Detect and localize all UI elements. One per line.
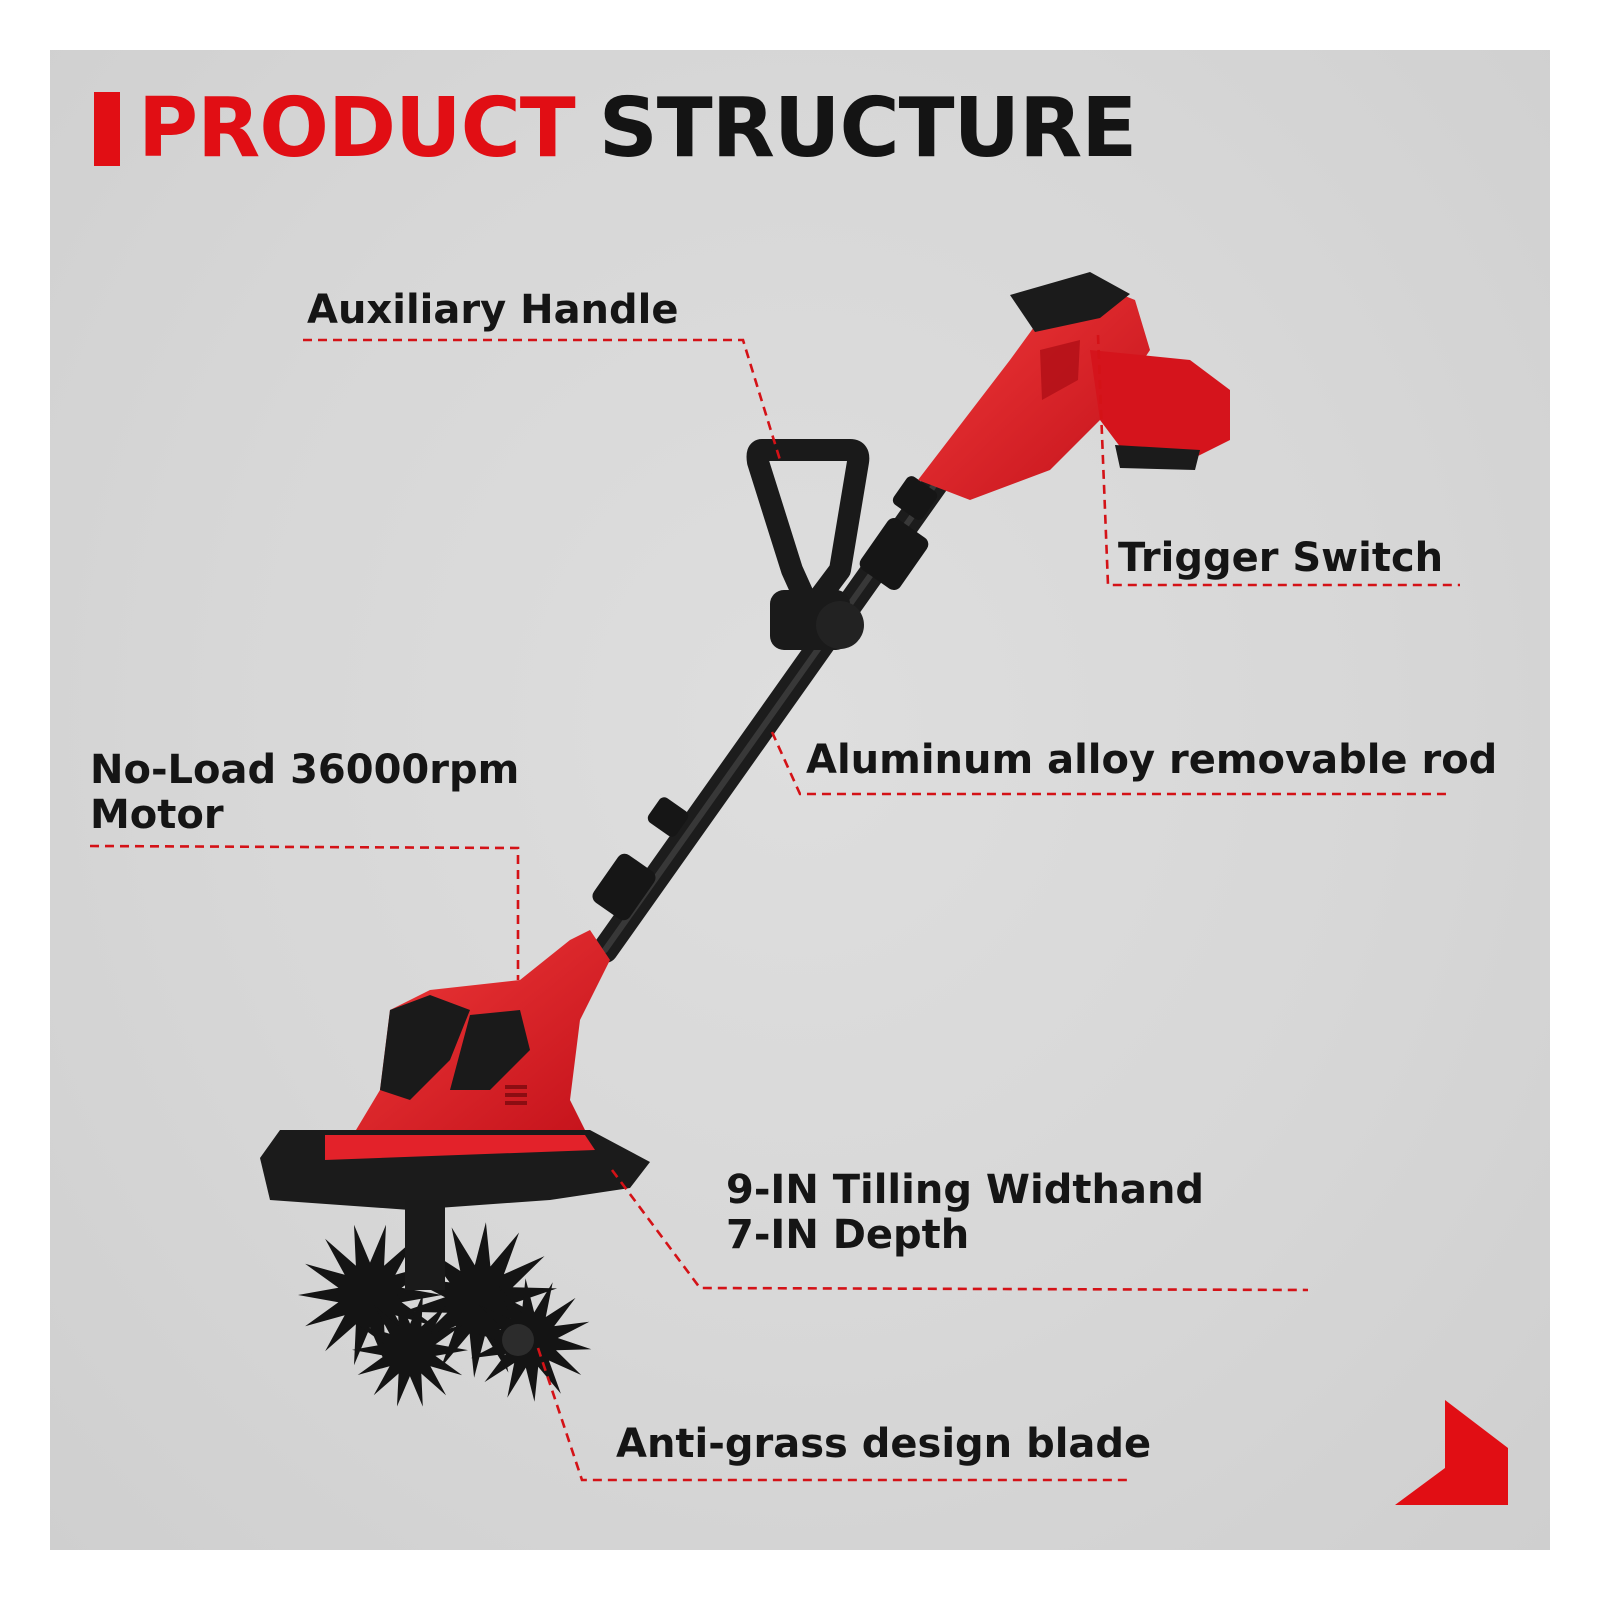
leader-tilling bbox=[610, 1169, 1309, 1292]
label-auxiliary-handle: Auxiliary Handle bbox=[307, 287, 679, 333]
tiller-illustration bbox=[260, 272, 1230, 1407]
label-trigger-switch: Trigger Switch bbox=[1118, 535, 1444, 581]
callout-leader-lines bbox=[89, 334, 1460, 1482]
title-black-word: STRUCTURE bbox=[598, 81, 1138, 176]
label-rod: Aluminum alloy removable rod bbox=[806, 737, 1498, 783]
leader-auxiliary-handle bbox=[303, 338, 782, 461]
leader-trigger-switch bbox=[1096, 334, 1460, 587]
leader-rod bbox=[770, 731, 1450, 796]
tine-shaft bbox=[405, 1200, 445, 1290]
label-motor-line1: No-Load 36000rpm bbox=[90, 747, 520, 793]
label-tilling: 9-IN Tilling Widthand 7-IN Depth bbox=[726, 1168, 1204, 1258]
leader-motor bbox=[89, 844, 520, 980]
leader-blade bbox=[536, 1347, 1128, 1482]
rod-collars bbox=[592, 476, 938, 921]
label-tilling-line2: 7-IN Depth bbox=[726, 1211, 970, 1258]
trigger-handle-housing bbox=[918, 272, 1230, 500]
product-structure-infographic: PRODUCT STRUCTURE Auxiliary Handle Trigg… bbox=[50, 50, 1550, 1550]
tine-disc bbox=[298, 1224, 442, 1366]
corner-arrow-decoration bbox=[1395, 1400, 1508, 1505]
title-accent-bar bbox=[94, 92, 120, 166]
anti-grass-blade bbox=[298, 1200, 592, 1407]
label-blade: Anti-grass design blade bbox=[616, 1421, 1152, 1467]
title-red-word: PRODUCT bbox=[138, 81, 576, 176]
tine-hub-cap bbox=[502, 1324, 534, 1356]
label-motor-line2: Motor bbox=[90, 791, 224, 838]
label-tilling-line1: 9-IN Tilling Widthand bbox=[726, 1167, 1205, 1213]
page-title: PRODUCT STRUCTURE bbox=[94, 81, 1138, 176]
auxiliary-handle bbox=[746, 439, 870, 650]
motor-housing bbox=[350, 930, 610, 1140]
tine-disc bbox=[352, 1293, 468, 1407]
label-motor: No-Load 36000rpm Motor bbox=[90, 748, 519, 838]
